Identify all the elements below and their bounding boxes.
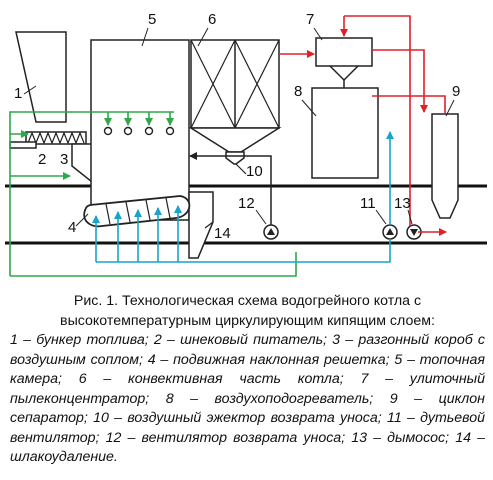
label-14: 14 — [214, 225, 231, 242]
caption-legend: 1 – бункер топлива; 2 – шнековый питател… — [10, 332, 485, 465]
dust-concentrator — [315, 37, 373, 88]
label-13: 13 — [394, 195, 411, 212]
label-9: 9 — [452, 83, 460, 100]
label-12: 12 — [238, 195, 255, 212]
label-4: 4 — [68, 219, 76, 236]
fan-blower-11 — [382, 224, 398, 240]
fan-return-12 — [263, 224, 279, 240]
label-11: 11 — [360, 195, 376, 212]
label-1: 1 — [14, 85, 22, 102]
boiler-scheme-diagram: 1 2 3 4 5 6 7 8 9 10 11 12 13 14 — [5, 11, 487, 277]
screw-feeder — [9, 131, 87, 149]
figure-caption: Рис. 1. Технологическая схема водогрейно… — [10, 292, 485, 468]
fuel-bunker — [15, 31, 67, 123]
cyclone-separator — [431, 113, 459, 219]
label-6: 6 — [208, 11, 216, 28]
caption-title: Рис. 1. Технологическая схема водогрейно… — [60, 293, 435, 329]
slag-removal — [188, 191, 214, 259]
label-5: 5 — [148, 11, 156, 28]
label-8: 8 — [294, 83, 302, 100]
air-nozzles — [103, 126, 175, 136]
labels: 1 2 3 4 5 6 7 8 9 10 11 12 13 14 — [14, 11, 460, 242]
primary-air-lines — [92, 131, 394, 263]
air-heater — [311, 87, 379, 179]
flue-gas-lines — [279, 15, 447, 236]
ash-return-line — [189, 152, 272, 225]
label-3: 3 — [60, 151, 68, 168]
label-2: 2 — [38, 151, 46, 168]
secondary-air-lines — [9, 111, 297, 277]
label-7: 7 — [306, 11, 314, 28]
floor-lines — [5, 184, 487, 245]
acceleration-box — [71, 143, 93, 184]
label-10: 10 — [246, 163, 263, 180]
convective-part — [188, 39, 282, 153]
air-ejector — [225, 151, 245, 165]
